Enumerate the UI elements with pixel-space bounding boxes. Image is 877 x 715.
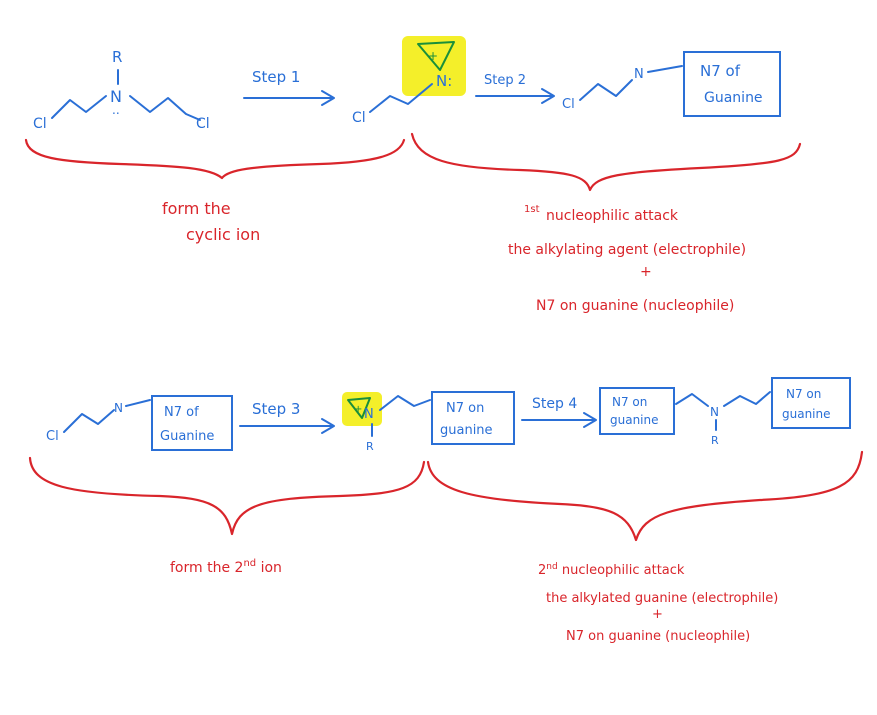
guanine-box-line1: N7 of [700, 62, 741, 80]
note-second-attack-plus: + [652, 607, 663, 622]
second-aziridine-ring-icon [347, 397, 371, 419]
lone-pair: .. [112, 103, 120, 117]
guanine-box-line2: Guanine [704, 90, 763, 106]
second-aziridinium-structure: + N R N7 on guanine [342, 391, 515, 453]
ring-charge-plus: + [428, 49, 438, 63]
chlorine-right-label: Cl [196, 116, 210, 132]
product1-chain [579, 79, 633, 101]
second-ion-nitrogen: N [364, 407, 374, 422]
second-ion-r-label: R [366, 440, 374, 453]
note-first-plus: + [640, 264, 652, 280]
note-second-ion-end: ion [256, 560, 282, 576]
step2-label: Step 2 [484, 73, 526, 88]
brace-form-second-ion [28, 456, 426, 536]
brace-first-attack [410, 132, 802, 192]
crosslink-left-box-line1: N7 on [612, 395, 647, 409]
note-first-line1: nucleophilic attack [546, 208, 679, 224]
crosslink-nitrogen: N [710, 405, 719, 419]
bottom-start-structure: Cl N N7 of Guanine [46, 395, 233, 451]
bottom-start-chain [63, 409, 115, 433]
right-ethyl-chain [129, 95, 201, 121]
crosslink-left-box [599, 387, 675, 435]
note-second-ion-line1: form the 2nd ion [170, 558, 282, 576]
crosslink-right-box-line1: N7 on [786, 387, 821, 401]
crosslink-right-box [771, 377, 851, 429]
guanine-n7-box [683, 51, 781, 117]
brace-second-attack [426, 450, 864, 542]
bottom-start-guanine-box [151, 395, 233, 451]
crosslink-right-box-line2: guanine [782, 407, 831, 421]
aziridinium-chain [369, 83, 433, 113]
second-ion-chain [379, 395, 431, 411]
second-ring-plus: + [354, 404, 362, 415]
product1-n-box-bond [647, 65, 683, 73]
step3-label: Step 3 [252, 400, 300, 418]
second-ion-box-line1: N7 on [446, 401, 484, 416]
product1-chlorine-label: Cl [562, 97, 575, 112]
nitrogen-label: N [110, 87, 122, 106]
crosslink-left-chain [675, 393, 709, 407]
note-second-ion-text: form the 2 [170, 560, 243, 576]
chlorine-left-label: Cl [33, 116, 47, 132]
note-form-line1: form the [162, 199, 231, 218]
product1-nitrogen-label: N [634, 67, 644, 82]
step2-arrow-head [541, 88, 555, 104]
aziridinium-chlorine-label: Cl [352, 110, 366, 126]
step1-label: Step 1 [252, 68, 300, 86]
note-second-attack-sup: nd [546, 562, 557, 572]
note-second-attack-text: nucleophilic attack [558, 563, 685, 578]
aziridinium-highlight [402, 36, 466, 96]
note-second-ion-sup: nd [243, 558, 256, 569]
step4-arrow-head [583, 412, 597, 428]
note-first-line3: N7 on guanine (nucleophile) [536, 298, 734, 314]
monoalkylated-guanine-structure: Cl N N7 of Guanine [562, 51, 781, 117]
second-ion-guanine-box [431, 391, 515, 445]
bottom-start-box-line2: Guanine [160, 429, 214, 444]
crosslink-r-label: R [711, 434, 719, 447]
bottom-start-nitrogen: N [114, 401, 123, 415]
r-group-label: R [112, 48, 122, 66]
second-ion-box-line2: guanine [440, 423, 493, 438]
note-first-line2: the alkylating agent (electrophile) [508, 242, 746, 258]
note-first-sup: 1st [524, 204, 540, 215]
step4-label: Step 4 [532, 396, 577, 412]
aziridinium-nitrogen-label: N: [436, 72, 452, 90]
note-form-line2: cyclic ion [186, 225, 260, 244]
crosslink-right-chain [723, 391, 771, 407]
brace-form-cyclic-ion [24, 138, 406, 180]
note-second-attack-line3: N7 on guanine (nucleophile) [566, 629, 750, 644]
crosslink-left-box-line2: guanine [610, 413, 659, 427]
note-second-attack-line1: 2nd nucleophilic attack [538, 562, 685, 578]
aziridinium-ion-structure: + N: Cl [352, 36, 466, 126]
bottom-start-bond [125, 399, 151, 407]
left-ethyl-chain [51, 95, 107, 119]
step3-arrow-head [321, 418, 335, 434]
note-second-attack-num: 2 [538, 563, 546, 578]
bottom-chlorine-label: Cl [46, 429, 59, 444]
nitrogen-mustard-structure: R N .. Cl Cl [33, 48, 210, 132]
aziridine-ring-icon [417, 41, 455, 71]
bottom-start-box-line1: N7 of [164, 405, 199, 420]
step1-arrow-head [321, 90, 335, 106]
crosslinked-guanine-structure: N7 on guanine N R N7 on guanine [599, 377, 851, 447]
note-second-attack-line2: the alkylated guanine (electrophile) [546, 591, 778, 606]
